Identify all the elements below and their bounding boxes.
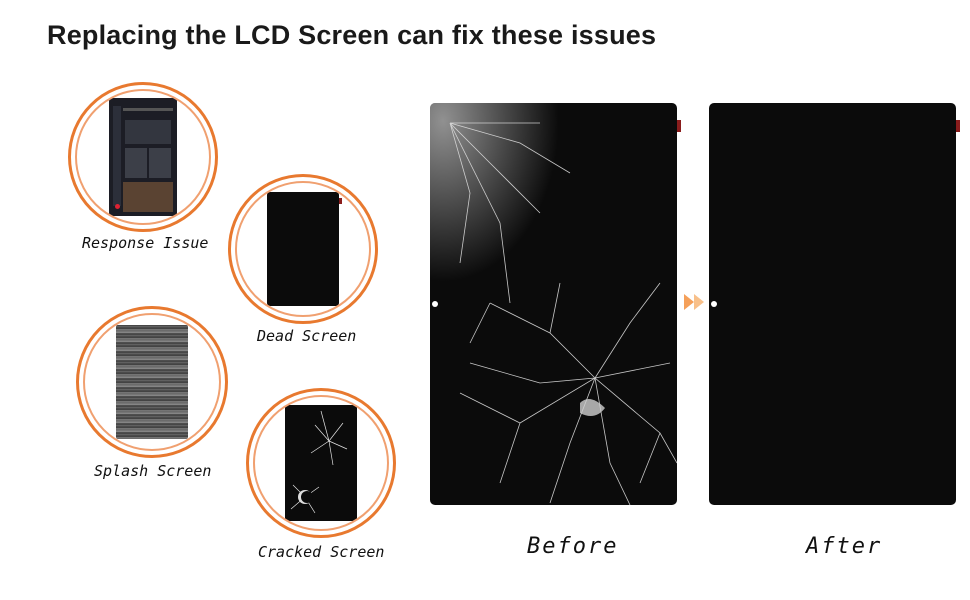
response-issue-label: Response Issue xyxy=(82,234,209,252)
after-tablet xyxy=(709,103,956,505)
cracked-screen-label: Cracked Screen xyxy=(258,543,385,561)
dead-screen-tablet xyxy=(267,192,342,306)
before-tablet xyxy=(430,103,677,505)
splash-screen-label: Splash Screen xyxy=(94,462,212,480)
dead-screen-circle xyxy=(228,174,378,324)
after-label: After xyxy=(806,534,883,559)
response-issue-tablet xyxy=(109,98,177,216)
cracked-screen-circle xyxy=(246,388,396,538)
before-camera xyxy=(432,301,438,307)
after-tablet-tab xyxy=(956,120,960,132)
crack-pattern xyxy=(449,122,677,505)
page-title: Replacing the LCD Screen can fix these i… xyxy=(47,20,657,50)
before-tablet-tab xyxy=(677,120,681,132)
response-issue-circle xyxy=(68,82,218,232)
after-camera xyxy=(711,301,717,307)
arrow-right-icon xyxy=(684,294,704,310)
splash-screen-tablet xyxy=(116,325,188,439)
cracked-screen-tablet xyxy=(285,405,357,521)
splash-screen-circle xyxy=(76,306,228,458)
dead-screen-label: Dead Screen xyxy=(257,327,357,345)
before-label: Before xyxy=(527,534,619,559)
